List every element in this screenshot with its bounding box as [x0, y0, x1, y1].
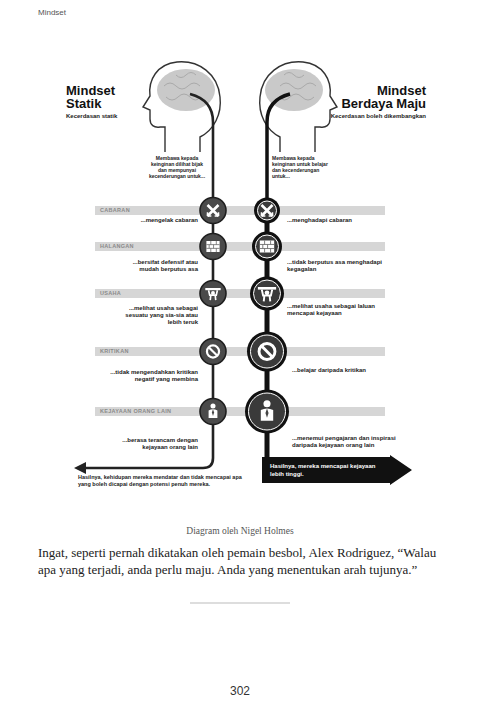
- fixed-icon-circle: [200, 339, 226, 365]
- growth-icon-circle: [245, 390, 289, 434]
- growth-icon-circle: [250, 277, 284, 311]
- diagram-label: USAHA: [100, 290, 121, 297]
- node-text: Kecerdasan statik: [66, 113, 156, 120]
- node-heading: Mindset Berdaya Maju: [330, 84, 426, 110]
- quote-text: Ingat, seperti pernah dikatakan oleh pem…: [38, 545, 448, 579]
- growth-icon-ring: [251, 335, 284, 368]
- diagram-label: ...menghadapi cabaran: [287, 217, 397, 224]
- fixed-icon: [206, 241, 219, 252]
- fixed-icon-circle: [200, 198, 226, 224]
- node-text: Membawa kepada keinginan untuk belajar d…: [272, 155, 334, 179]
- arrow-shape: [262, 455, 412, 485]
- diagram-label: ...bersifat defensif atau mudah berputus…: [118, 259, 198, 273]
- fixed-icon-circle: [200, 234, 226, 260]
- diagram-label: KEJAYAAN ORANG LAIN: [100, 408, 171, 415]
- fixed-icon-circle: [200, 399, 226, 425]
- arrow-head: [74, 462, 86, 474]
- diagram-label: ...berasa terancam dengan kejayaan orang…: [118, 437, 198, 451]
- mindset-head: Mindset StatikKecerdasan statikMembawa k…: [60, 78, 210, 200]
- result-arrow: Hasilnya, mereka mencapai kejayaan lebih…: [262, 455, 412, 485]
- fixed-icon: [208, 205, 219, 216]
- growth-icon-circle: [254, 198, 280, 224]
- figure-caption: Diagram oleh Nigel Holmes: [90, 526, 390, 537]
- growth-icon-ring: [256, 235, 279, 258]
- fixed-icon: [207, 345, 219, 357]
- growth-icon-circle: [247, 332, 287, 372]
- diagram-label: HALANGAN: [100, 243, 134, 250]
- running-header: Mindset: [38, 8, 118, 18]
- diagram-label: ...tidak berputus asa menghadapi kegagal…: [287, 259, 387, 273]
- growth-icon: [260, 241, 274, 253]
- growth-icon: [258, 287, 276, 301]
- growth-path: [267, 94, 290, 200]
- page-number: 302: [200, 684, 280, 698]
- node-text: Membawa kepada keinginan dilihat bijak d…: [146, 155, 208, 179]
- separator-rule: [190, 603, 290, 604]
- node-heading: Hasilnya, mereka mencapai kejayaan lebih…: [270, 463, 388, 478]
- fixed-path: [84, 94, 213, 468]
- growth-icon: [259, 344, 275, 360]
- growth-icon-circle: [252, 232, 282, 262]
- growth-icon: [262, 205, 273, 216]
- mindset-head: Mindset Berdaya MajuKecerdasan boleh dik…: [262, 78, 432, 200]
- node-heading: Mindset Statik: [66, 84, 142, 110]
- diagram-label: ...mengelak cabaran: [118, 217, 198, 224]
- diagram-label: KRITIKAN: [100, 348, 129, 355]
- growth-icon: [261, 400, 273, 421]
- growth-icon-ring: [249, 393, 286, 430]
- diagram-label: CABARAN: [100, 207, 130, 214]
- diagram-label: ...menemui pengajaran dan inspirasi dari…: [292, 435, 402, 449]
- fixed-icon-circle: [200, 281, 226, 307]
- node-text: Kecerdasan boleh dikembangkan: [330, 113, 426, 120]
- diagram-label: Hasilnya, kehidupan mereka mendatar dan …: [78, 474, 248, 487]
- diagram-label: ...melihat usaha sebagai laluan mencapai…: [287, 303, 387, 317]
- fixed-icon: [209, 403, 218, 418]
- diagram-label: ...tidak mengendahkan kritikan negatif y…: [110, 369, 198, 383]
- diagram-label: ...melihat usaha sebagai sesuatu yang si…: [118, 305, 198, 327]
- fixed-icon: [205, 288, 220, 300]
- growth-icon-ring: [254, 280, 281, 307]
- diagram-label: ...belajar daripada kritikan: [292, 367, 392, 374]
- growth-icon-ring: [258, 201, 277, 220]
